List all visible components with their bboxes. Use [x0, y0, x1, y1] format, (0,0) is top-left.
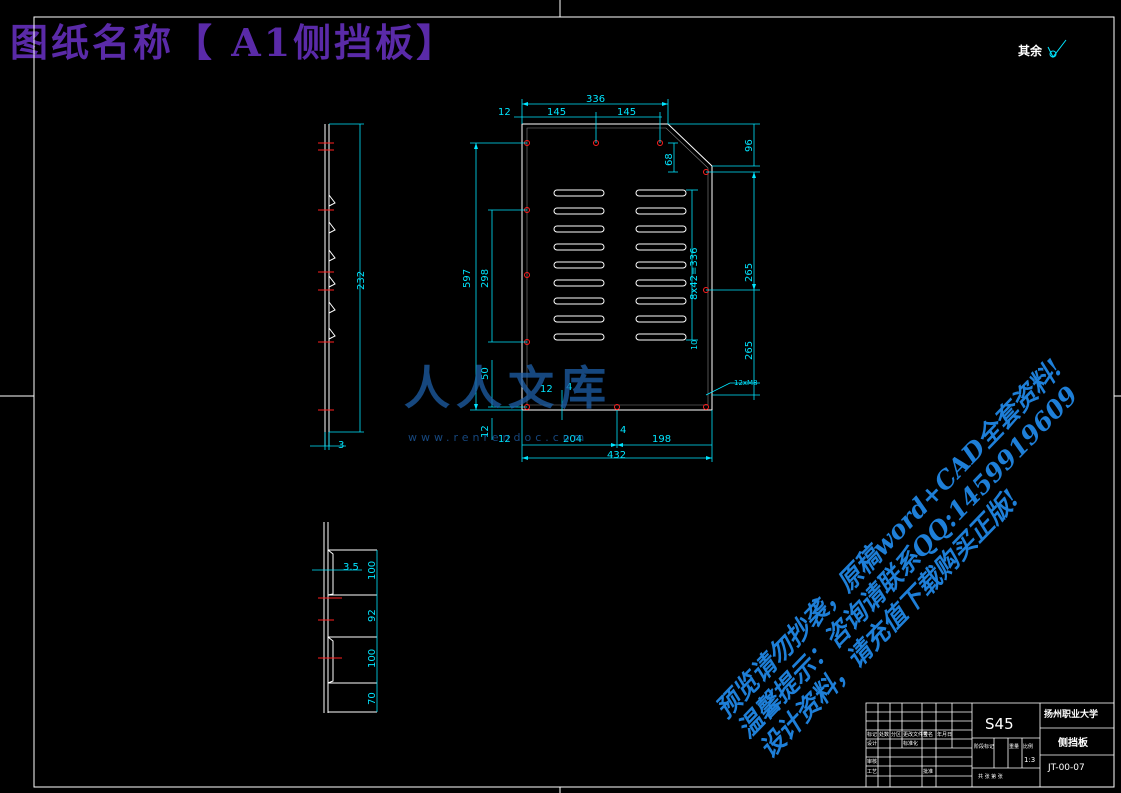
tb-std: 标准化 [903, 740, 918, 747]
tb-col-sign: 签名 [923, 731, 933, 738]
tb-col-file: 更改文件号 [903, 731, 928, 738]
tb-sheet: 共 张 第 张 [978, 773, 1003, 780]
tb-drawing-no: JT-00-07 [1047, 763, 1085, 773]
dim-92: 92 [367, 609, 378, 622]
tb-weight: 重量 [1009, 743, 1019, 750]
side-view-bottom-marks [318, 597, 342, 659]
dim-145-b: 145 [617, 107, 636, 118]
vent-slots-left [553, 189, 605, 341]
dim-68: 68 [664, 153, 675, 166]
tb-col-mark: 标记 [867, 731, 877, 738]
dim-3: 3 [338, 440, 344, 451]
dim-12xM8: 12xM8 [734, 379, 758, 387]
dim-12-bottom: 12 [498, 434, 511, 445]
drawing-frame [33, 16, 1115, 788]
dim-265-a: 265 [744, 263, 755, 282]
dim-12-mid: 12 [540, 384, 553, 395]
watermark-url: www.renrendoc.com [408, 431, 589, 444]
dim-8x42: 8x42=336 [689, 248, 700, 300]
tb-col-zone: 分区 [891, 731, 901, 738]
rest-roughness-label: 其余 [1018, 44, 1043, 58]
side-view-top [324, 124, 336, 446]
dimension-arrows [474, 102, 756, 460]
dim-12-top: 12 [498, 107, 511, 118]
watermark-logo: 人人文库 [404, 361, 612, 415]
vent-slots-right [635, 189, 687, 341]
dim-100-b: 100 [367, 649, 378, 668]
dim-4-b: 4 [566, 382, 572, 393]
side-view-top-dims [310, 123, 364, 450]
dim-12-left: 12 [480, 425, 491, 438]
dim-10: 10 [690, 340, 699, 350]
tb-row-process: 工艺 [867, 769, 877, 775]
tb-scale: 1:3 [1024, 756, 1035, 764]
dim-198: 198 [652, 434, 671, 445]
tb-col-date: 年月日 [937, 731, 952, 738]
dim-96: 96 [744, 139, 755, 152]
dim-100-a: 100 [367, 561, 378, 580]
plate-front-view [521, 123, 713, 411]
title-block-grid [865, 702, 1115, 788]
tb-row-review: 审核 [867, 758, 877, 765]
tb-material: S45 [985, 715, 1014, 733]
tb-row-design: 设计 [867, 740, 877, 747]
dim-298: 298 [480, 269, 491, 288]
dim-432: 432 [607, 450, 626, 461]
tb-school: 扬州职业大学 [1044, 708, 1098, 720]
dim-4-a: 4 [620, 425, 626, 436]
side-view-bottom-dims [312, 550, 378, 712]
dim-3-5: 3.5 [343, 562, 359, 573]
tb-stage: 阶段标记 [974, 743, 994, 750]
dim-50: 50 [480, 367, 491, 380]
side-view-top-marks [318, 142, 334, 411]
tb-approve: 批准 [923, 768, 933, 775]
drawing-title: 图纸名称【 A1侧挡板】 [10, 20, 458, 65]
roughness-symbol-icon [1047, 39, 1067, 58]
dim-336: 336 [586, 94, 605, 105]
tb-part-name: 侧挡板 [1058, 736, 1089, 749]
side-view-bottom [323, 522, 377, 713]
tb-ratio: 比例 [1023, 743, 1033, 750]
dimension-lines [470, 99, 760, 462]
tb-col-count: 处数 [879, 731, 889, 738]
dim-265-b: 265 [744, 341, 755, 360]
dim-204: 204 [563, 434, 582, 445]
dim-70: 70 [367, 692, 378, 705]
dim-145-a: 145 [547, 107, 566, 118]
dim-232: 232 [356, 271, 367, 290]
dim-597: 597 [462, 269, 473, 288]
